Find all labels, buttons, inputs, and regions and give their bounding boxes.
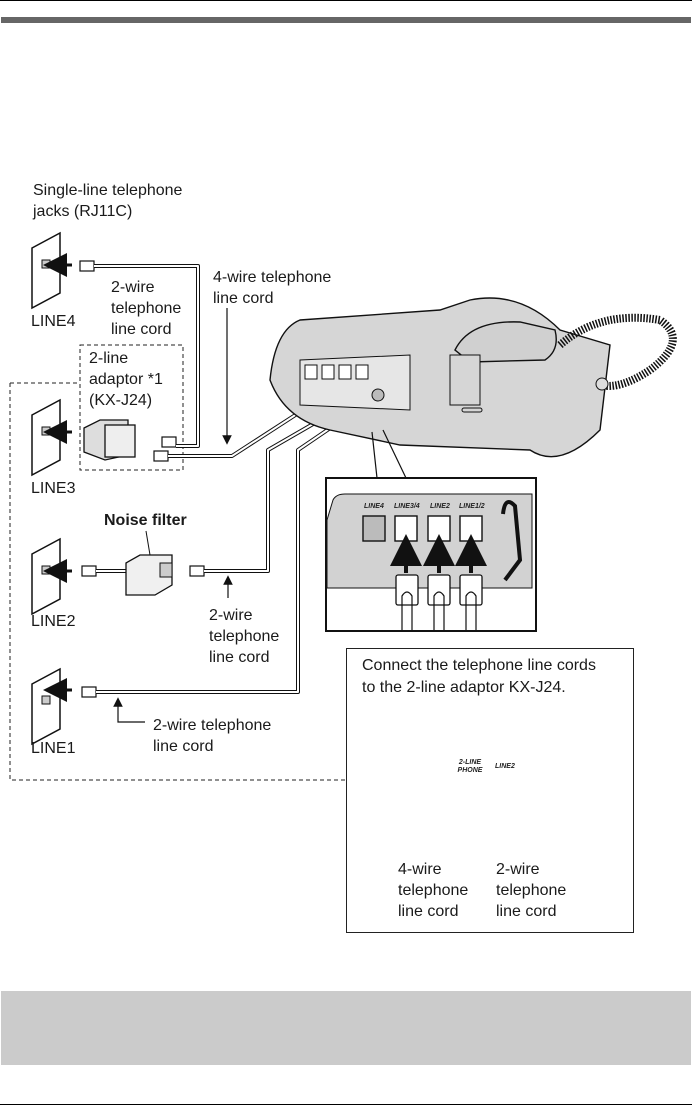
callout-instruction-2: to the 2-line adaptor KX-J24. <box>362 679 566 696</box>
callout-two-wire-3: line cord <box>496 903 557 920</box>
cord-line2 <box>204 418 321 573</box>
inset-port-line4 <box>362 515 386 542</box>
four-wire-cord-label: 4-wire telephone line cord <box>213 267 331 309</box>
cord-four-wire <box>168 410 302 458</box>
port-label-line34: LINE3/4 <box>394 503 420 510</box>
jacks-caption-line2: jacks (RJ11C) <box>33 203 133 220</box>
line4-cord-label-1: 2-wire <box>111 279 155 296</box>
jacks-caption-line1: Single-line telephone <box>33 182 183 199</box>
coiled-cord <box>557 313 677 390</box>
wall-jack-label-line4: LINE4 <box>31 313 76 330</box>
adaptor-label-1: 2-line <box>89 350 129 367</box>
bottom-rule <box>0 1104 692 1105</box>
callout-instruction: Connect the telephone line cords to the … <box>362 655 596 699</box>
plug-line4 <box>79 260 95 272</box>
line4-cord-label-3: line cord <box>111 321 172 338</box>
handset <box>454 321 557 363</box>
callout-four-wire-3: line cord <box>398 903 459 920</box>
plug-line2-filter <box>189 565 205 577</box>
jacks-caption: Single-line telephone jacks (RJ11C) <box>33 180 182 222</box>
four-wire-cord-label-1: 4-wire telephone <box>213 269 332 286</box>
section-header-bar <box>1 17 691 23</box>
line1-cord-label-1: 2-wire telephone <box>153 717 272 734</box>
adaptor-device <box>83 419 136 461</box>
wall-jack-line4 <box>31 231 72 310</box>
note-bar <box>1 991 691 1065</box>
callout-two-wire-label: 2-wire telephone line cord <box>496 859 566 922</box>
plug-line2 <box>81 565 97 577</box>
line2-cord-label-3: line cord <box>209 649 270 666</box>
line2-cord-label-1: 2-wire <box>209 607 253 624</box>
noise-filter-label: Noise filter <box>104 512 187 529</box>
callout-lines <box>371 429 407 479</box>
pointer-noise-filter <box>145 530 151 556</box>
port-label-line2: LINE2 <box>430 503 450 510</box>
top-rule <box>0 0 692 1</box>
port-zoom-inset <box>325 477 537 632</box>
adaptor-callout-box: Connect the telephone line cords to the … <box>346 648 634 933</box>
line2-cord-label: 2-wire telephone line cord <box>209 605 279 668</box>
wall-jack-line1 <box>31 667 72 746</box>
inset-port-line34 <box>394 515 418 542</box>
wall-jack-line3 <box>31 398 72 477</box>
callout-four-wire-2: telephone <box>398 882 469 899</box>
inset-port-line12 <box>459 515 483 542</box>
callout-instruction-1: Connect the telephone line cords <box>362 657 596 674</box>
adaptor-label-2: adaptor *1 <box>89 371 163 388</box>
line1-cord-label-2: line cord <box>153 738 214 755</box>
callout-four-wire-label: 4-wire telephone line cord <box>398 859 468 922</box>
callout-port-2line-phone: 2-LINE PHONE <box>457 759 483 774</box>
port-label-line4: LINE4 <box>364 503 384 510</box>
adaptor-label: 2-line adaptor *1 (KX-J24) <box>89 348 163 411</box>
line4-cord-label: 2-wire telephone line cord <box>111 277 181 340</box>
callout-four-wire-1: 4-wire <box>398 861 442 878</box>
wall-jack-label-line3: LINE3 <box>31 480 76 497</box>
callout-two-wire-1: 2-wire <box>496 861 540 878</box>
plug-line1 <box>81 686 97 698</box>
telephone-unit <box>269 297 677 458</box>
noise-filter-device <box>125 554 173 596</box>
wall-jack-label-line2: LINE2 <box>31 613 76 630</box>
line1-cord-label: 2-wire telephone line cord <box>153 715 271 757</box>
wall-jack-label-line1: LINE1 <box>31 740 76 757</box>
port-label-line12: LINE1/2 <box>459 503 485 510</box>
adaptor-dashed-box <box>79 344 184 471</box>
pointer-line1-cord <box>113 697 145 723</box>
callout-two-wire-2: telephone <box>496 882 567 899</box>
callout-port-line2: LINE2 <box>495 763 515 770</box>
line2-cord-label-2: telephone <box>209 628 280 645</box>
plug-adaptor-bottom <box>153 450 169 462</box>
line-group-dashed-border <box>9 382 346 781</box>
line4-cord-label-2: telephone <box>111 300 182 317</box>
four-wire-cord-label-2: line cord <box>213 290 274 307</box>
adaptor-label-3: (KX-J24) <box>89 392 153 409</box>
wall-jack-line2 <box>31 537 72 616</box>
plug-adaptor-top <box>161 436 177 448</box>
inset-port-line2 <box>427 515 451 542</box>
